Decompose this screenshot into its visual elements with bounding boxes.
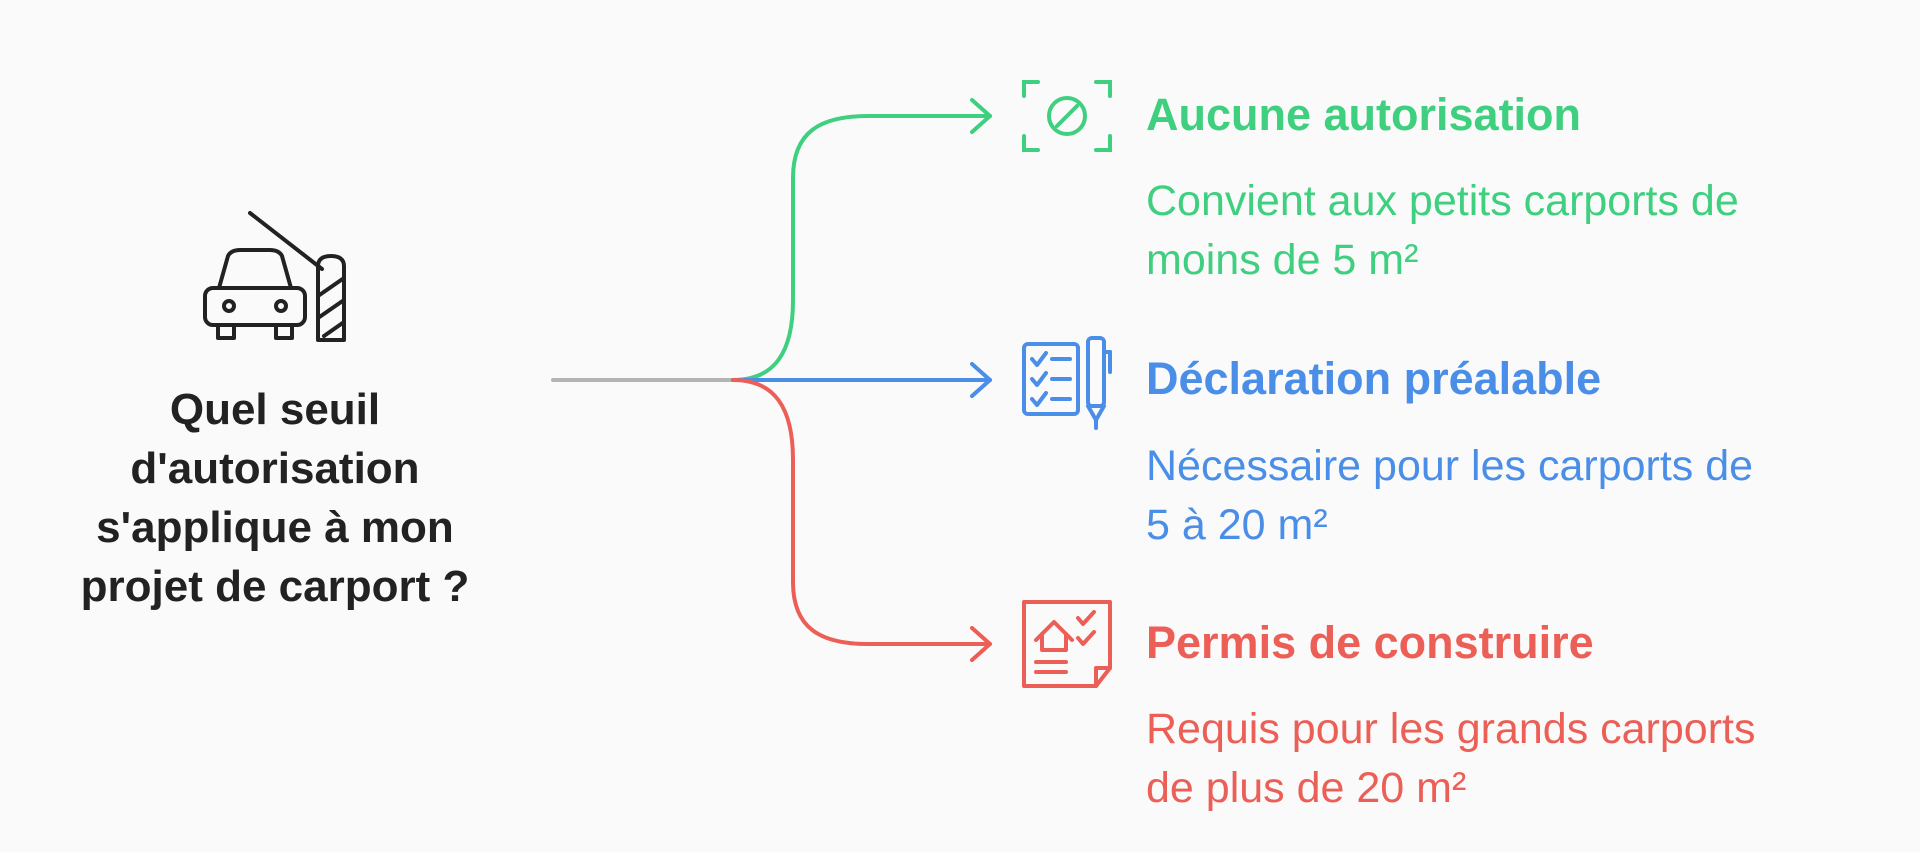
checklist-pen-icon — [1022, 336, 1112, 430]
option-desc-line: Requis pour les grands carports — [1146, 705, 1756, 753]
option-desc-line: 5 à 20 m² — [1146, 501, 1328, 549]
option-desc-line: moins de 5 m² — [1146, 236, 1419, 284]
question-text: Quel seuil d'autorisation s'applique à m… — [60, 380, 490, 616]
house-permit-icon — [1022, 600, 1112, 688]
question-line: projet de carport ? — [80, 562, 470, 611]
arrowhead-green — [970, 98, 992, 134]
arrowhead-blue — [970, 362, 992, 398]
option-title-declaration: Déclaration préalable — [1146, 353, 1602, 404]
option-title-aucune: Aucune autorisation — [1146, 89, 1582, 140]
question-line: s'applique à mon — [96, 503, 454, 552]
option-title-permis: Permis de construire — [1146, 617, 1594, 668]
question-line: d'autorisation — [130, 444, 420, 493]
prohibited-icon — [1022, 80, 1112, 152]
arrowhead-red — [970, 626, 992, 662]
car-barrier-icon — [203, 211, 346, 342]
option-desc-declaration: Nécessaire pour les carports de 5 à 20 m… — [1146, 437, 1753, 555]
option-desc-line: Convient aux petits carports de — [1146, 177, 1739, 225]
option-desc-aucune: Convient aux petits carports de moins de… — [1146, 172, 1739, 290]
option-desc-line: de plus de 20 m² — [1146, 764, 1467, 812]
question-line: Quel seuil — [169, 385, 381, 434]
branch-line-green — [731, 114, 992, 382]
option-desc-permis: Requis pour les grands carports de plus … — [1146, 700, 1755, 818]
branch-line-red — [731, 378, 992, 646]
option-desc-line: Nécessaire pour les carports de — [1146, 442, 1754, 490]
